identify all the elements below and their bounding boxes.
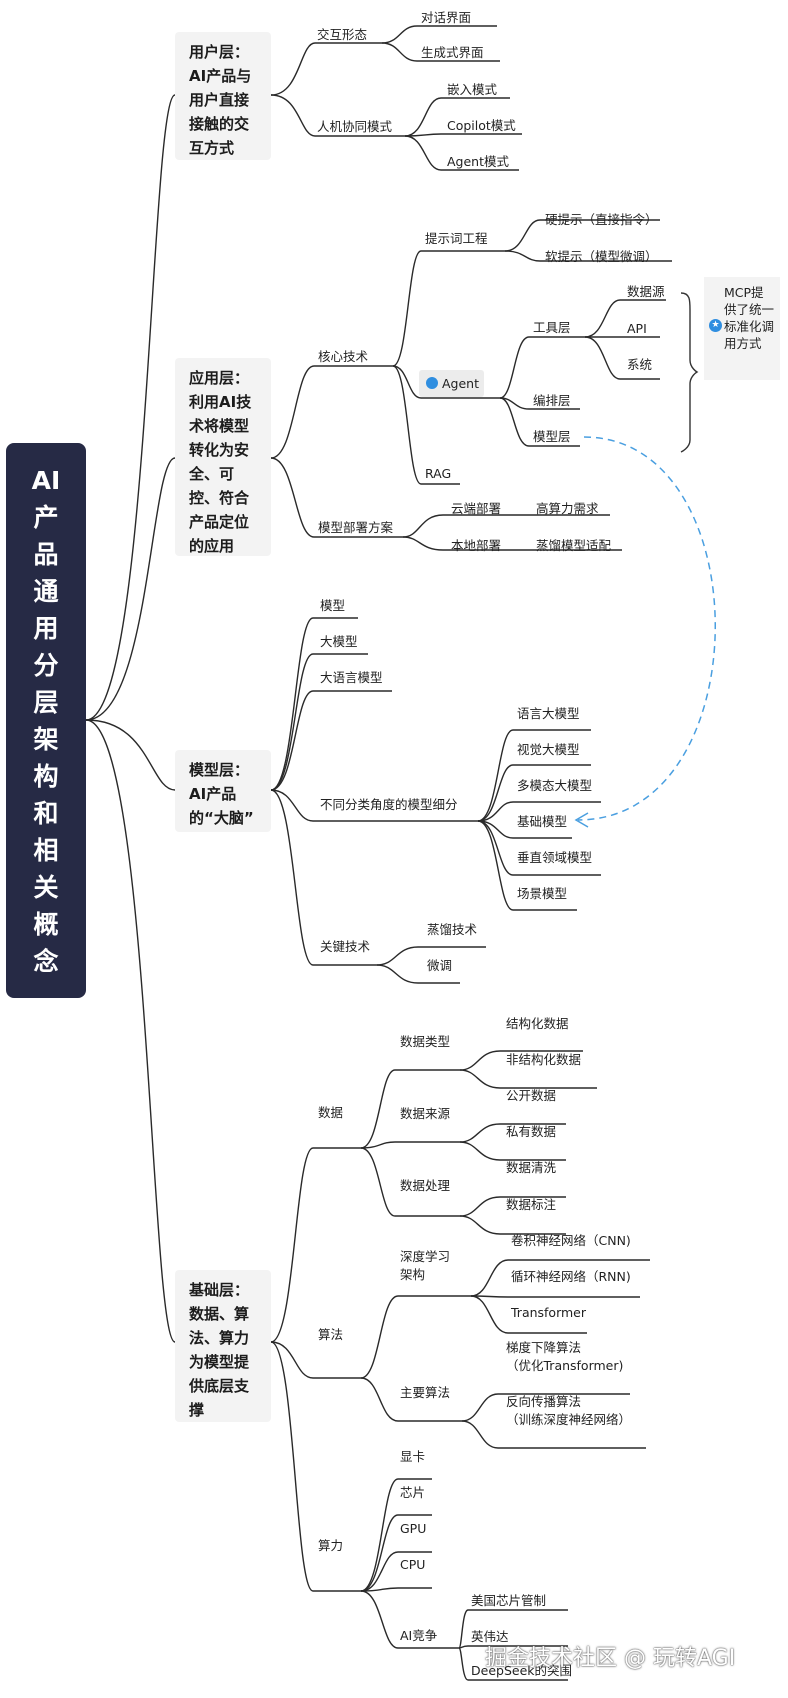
node-data-type[interactable]: 数据类型 bbox=[400, 1034, 451, 1049]
node-data[interactable]: 数据 bbox=[318, 1105, 344, 1120]
node-distill[interactable]: 蒸馏技术 bbox=[427, 922, 478, 937]
node-nvidia[interactable]: 英伟达 bbox=[471, 1629, 509, 1644]
bulb-icon bbox=[426, 377, 438, 389]
node-cloud[interactable]: 云端部署 bbox=[451, 501, 502, 516]
node-multimodal-model[interactable]: 多模态大模型 bbox=[517, 778, 593, 793]
node-data-source-infra[interactable]: 数据来源 bbox=[400, 1106, 451, 1121]
node-vertical-model[interactable]: 垂直领域模型 bbox=[517, 850, 593, 865]
node-deepseek[interactable]: DeepSeek的突围 bbox=[471, 1663, 572, 1678]
node-api[interactable]: API bbox=[627, 321, 647, 336]
node-ai-competition[interactable]: AI竞争 bbox=[400, 1628, 438, 1643]
node-hard-prompt[interactable]: 硬提示（直接指令） bbox=[545, 212, 658, 227]
node-private-data[interactable]: 私有数据 bbox=[506, 1124, 557, 1139]
node-us-chip[interactable]: 美国芯片管制 bbox=[471, 1593, 547, 1608]
node-rnn[interactable]: 循环神经网络（RNN) bbox=[511, 1269, 631, 1284]
agent-label: Agent bbox=[442, 376, 479, 391]
node-prompt-eng[interactable]: 提示词工程 bbox=[425, 231, 488, 246]
node-embedded[interactable]: 嵌入模式 bbox=[447, 82, 498, 97]
user-layer-label: 用户层：AI产品与用户直接接触的交互方式 bbox=[189, 43, 252, 157]
model-layer-label: 模型层：AI产品的“大脑” bbox=[189, 761, 254, 827]
infra-layer-label: 基础层：数据、算法、算力为模型提供底层支撑 bbox=[189, 1281, 250, 1419]
node-labeling[interactable]: 数据标注 bbox=[506, 1197, 557, 1212]
node-gd-1[interactable]: 梯度下降算法 bbox=[506, 1340, 582, 1355]
node-data-source[interactable]: 数据源 bbox=[627, 284, 665, 299]
node-system[interactable]: 系统 bbox=[627, 357, 653, 372]
node-deploy[interactable]: 模型部署方案 bbox=[318, 520, 394, 535]
node-gd-2[interactable]: （优化Transformer) bbox=[506, 1358, 624, 1373]
node-lang-model[interactable]: 语言大模型 bbox=[517, 706, 580, 721]
user-layer-node[interactable]: 用户层：AI产品与用户直接接触的交互方式 bbox=[175, 32, 271, 160]
node-interaction-form[interactable]: 交互形态 bbox=[317, 27, 368, 42]
model-layer-node[interactable]: 模型层：AI产品的“大脑” bbox=[175, 750, 271, 832]
node-bp-2[interactable]: （训练深度神经网络） bbox=[506, 1412, 632, 1427]
node-orchestration[interactable]: 编排层 bbox=[533, 393, 571, 408]
node-distill-adapt[interactable]: 蒸馏模型适配 bbox=[536, 538, 612, 553]
node-dl-arch-1[interactable]: 深度学习 bbox=[400, 1249, 451, 1264]
node-generative-ui[interactable]: 生成式界面 bbox=[421, 45, 484, 60]
node-transformer[interactable]: Transformer bbox=[511, 1305, 587, 1320]
node-chip[interactable]: 芯片 bbox=[400, 1485, 426, 1500]
root-title: AI产品通用分层架构和相关概念 bbox=[31, 465, 61, 976]
node-rag[interactable]: RAG bbox=[425, 466, 452, 481]
node-vision-model[interactable]: 视觉大模型 bbox=[517, 742, 580, 757]
node-compute-demand[interactable]: 高算力需求 bbox=[536, 501, 599, 516]
root-node[interactable]: AI产品通用分层架构和相关概念 bbox=[6, 443, 86, 998]
node-agent-mode[interactable]: Agent模式 bbox=[447, 154, 509, 169]
node-compute[interactable]: 算力 bbox=[318, 1538, 344, 1553]
node-dialog-ui[interactable]: 对话界面 bbox=[421, 10, 472, 25]
node-cleaning[interactable]: 数据清洗 bbox=[506, 1160, 557, 1175]
node-structured[interactable]: 结构化数据 bbox=[506, 1016, 569, 1031]
node-unstructured[interactable]: 非结构化数据 bbox=[506, 1052, 582, 1067]
node-model[interactable]: 模型 bbox=[320, 598, 346, 613]
node-public-data[interactable]: 公开数据 bbox=[506, 1088, 557, 1103]
node-algo[interactable]: 算法 bbox=[318, 1327, 344, 1342]
node-finetune[interactable]: 微调 bbox=[427, 958, 453, 973]
node-cpu[interactable]: CPU bbox=[400, 1557, 426, 1572]
node-soft-prompt[interactable]: 软提示（模型微调） bbox=[545, 249, 658, 264]
node-tool-layer[interactable]: 工具层 bbox=[533, 320, 571, 335]
star-icon: ★ bbox=[709, 319, 722, 332]
mcp-note-text: MCP提供了统一标准化调用方式 bbox=[724, 285, 775, 351]
node-gpu-card[interactable]: 显卡 bbox=[400, 1449, 426, 1464]
node-collab-mode[interactable]: 人机协同模式 bbox=[317, 119, 393, 134]
node-agent[interactable]: Agent bbox=[419, 370, 484, 397]
dashed-arrow bbox=[577, 436, 716, 821]
node-big-model[interactable]: 大模型 bbox=[320, 634, 358, 649]
mcp-note[interactable]: ★ MCP提供了统一标准化调用方式 bbox=[704, 277, 780, 380]
node-model-layer[interactable]: 模型层 bbox=[533, 429, 571, 444]
watermark: 掘金技术社区 @ 玩转AGI bbox=[485, 1646, 736, 1671]
app-layer-node[interactable]: 应用层：利用AI技术将模型转化为安全、可控、符合产品定位的应用 bbox=[175, 358, 271, 556]
node-gpu[interactable]: GPU bbox=[400, 1521, 427, 1536]
node-copilot[interactable]: Copilot模式 bbox=[447, 118, 516, 133]
node-main-algo[interactable]: 主要算法 bbox=[400, 1385, 451, 1400]
node-data-proc[interactable]: 数据处理 bbox=[400, 1178, 451, 1193]
node-dl-arch-2[interactable]: 架构 bbox=[400, 1267, 426, 1282]
app-layer-label: 应用层：利用AI技术将模型转化为安全、可控、符合产品定位的应用 bbox=[189, 369, 252, 555]
node-classify[interactable]: 不同分类角度的模型细分 bbox=[320, 797, 458, 812]
node-local[interactable]: 本地部署 bbox=[451, 538, 502, 553]
node-core-tech[interactable]: 核心技术 bbox=[318, 349, 369, 364]
node-key-tech[interactable]: 关键技术 bbox=[320, 939, 371, 954]
node-cnn[interactable]: 卷积神经网络（CNN) bbox=[511, 1233, 631, 1248]
infra-layer-node[interactable]: 基础层：数据、算法、算力为模型提供底层支撑 bbox=[175, 1270, 271, 1422]
node-foundation-model[interactable]: 基础模型 bbox=[517, 814, 568, 829]
node-scene-model[interactable]: 场景模型 bbox=[517, 886, 568, 901]
node-bp-1[interactable]: 反向传播算法 bbox=[506, 1394, 582, 1409]
node-llm[interactable]: 大语言模型 bbox=[320, 670, 383, 685]
